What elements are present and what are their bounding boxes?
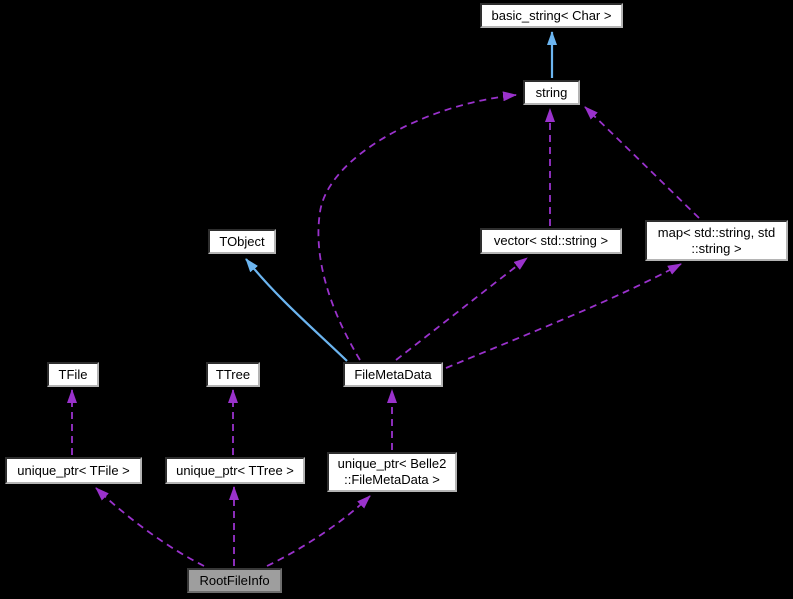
edge-filemetadata-to-tobject (245, 258, 348, 362)
edge-map-to-string (584, 106, 700, 219)
node-map-std-string[interactable]: map< std::string, std ::string > (645, 220, 788, 261)
node-tfile[interactable]: TFile (47, 362, 99, 387)
node-vector-std-string[interactable]: vector< std::string > (480, 228, 622, 254)
node-filemetadata[interactable]: FileMetaData (343, 362, 443, 387)
node-string[interactable]: string (523, 80, 580, 105)
node-unique-ptr-tfile[interactable]: unique_ptr< TFile > (5, 457, 142, 484)
edge-filemetadata-to-vector (395, 257, 528, 361)
edge-rootfileinfo-to-unique-ptr-tfile (95, 487, 205, 567)
edge-filemetadata-to-map (445, 263, 682, 369)
node-unique-ptr-belle2-filemetadata[interactable]: unique_ptr< Belle2 ::FileMetaData > (327, 452, 457, 492)
node-basic-string[interactable]: basic_string< Char > (480, 3, 623, 28)
node-ttree[interactable]: TTree (206, 362, 260, 387)
node-unique-ptr-ttree[interactable]: unique_ptr< TTree > (165, 457, 305, 484)
edge-filemetadata-to-string (317, 91, 517, 361)
node-rootfileinfo: RootFileInfo (187, 568, 282, 593)
node-tobject[interactable]: TObject (208, 229, 276, 254)
edge-rootfileinfo-to-unique-ptr-filemetadata (266, 495, 371, 567)
